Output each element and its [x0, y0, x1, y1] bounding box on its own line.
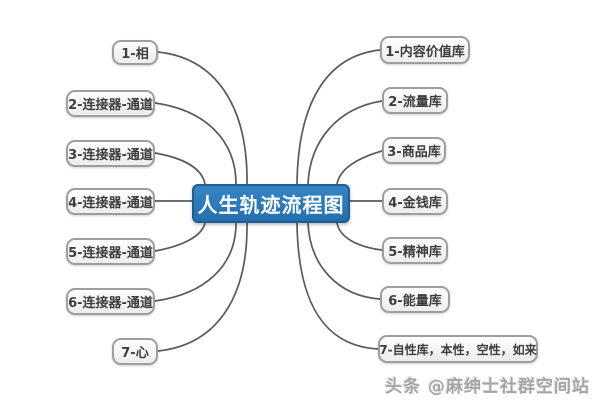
node-left-7[interactable]: 7-心	[112, 338, 158, 365]
connector-right-6	[307, 222, 381, 300]
center-node-title[interactable]: 人生轨迹流程图	[192, 184, 350, 223]
node-right-6[interactable]: 6-能量库	[380, 286, 450, 313]
connector-right-2	[307, 100, 383, 185]
connector-right-3	[336, 150, 383, 185]
node-right-5[interactable]: 5-精神库	[382, 237, 448, 264]
watermark-credit: 头条 @麻绅士社群空间站	[385, 377, 590, 397]
connector-left-1	[157, 51, 248, 185]
connector-right-1	[296, 49, 381, 185]
connector-left-5	[154, 222, 206, 252]
node-right-2[interactable]: 2-流量库	[382, 87, 448, 114]
connector-right-5	[336, 222, 383, 251]
node-right-4[interactable]: 4-金钱库	[382, 188, 448, 215]
node-right-1[interactable]: 1-内容价值库	[380, 36, 470, 64]
connector-left-7	[157, 222, 248, 352]
node-left-3[interactable]: 3-连接器-通道	[66, 140, 155, 167]
node-left-2[interactable]: 2-连接器-通道	[66, 90, 155, 117]
node-left-4[interactable]: 4-连接器-通道	[66, 188, 155, 215]
node-left-5[interactable]: 5-连接器-通道	[66, 238, 155, 265]
node-right-3[interactable]: 3-商品库	[382, 137, 446, 164]
node-left-1[interactable]: 1-相	[112, 40, 158, 65]
connector-left-3	[154, 152, 206, 185]
connector-left-2	[154, 102, 237, 185]
connector-right-7	[296, 222, 379, 350]
node-left-6[interactable]: 6-连接器-通道	[66, 288, 155, 315]
connector-left-6	[154, 222, 237, 302]
node-right-7[interactable]: 7-自性库，本性，空性，如来	[378, 335, 538, 363]
